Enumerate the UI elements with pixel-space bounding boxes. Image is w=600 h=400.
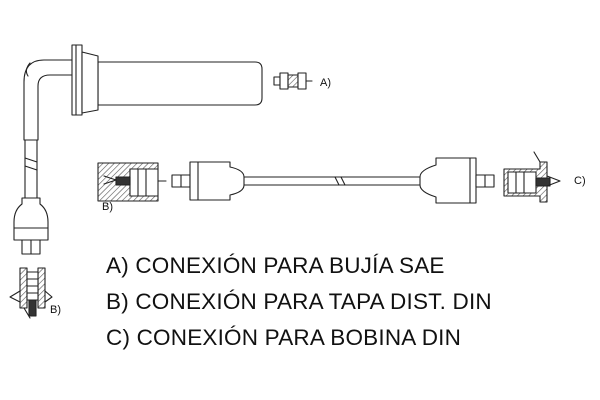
vertical-connector-detail <box>9 267 53 319</box>
legend-item-a: A) CONEXIÓN PARA BUJÍA SAE <box>106 253 445 278</box>
vertical-distributor-boot <box>13 197 49 255</box>
callout-c-label: C) <box>574 175 586 187</box>
legend-item-c: C) CONEXIÓN PARA BOBINA DIN <box>106 325 462 350</box>
horizontal-cable-assembly <box>171 157 495 204</box>
connection-legend: A) CONEXIÓN PARA BUJÍA SAE B) CONEXIÓN P… <box>106 248 492 356</box>
legend-item-b: B) CONEXIÓN PARA TAPA DIST. DIN <box>106 289 492 314</box>
coil-connector-detail <box>503 151 561 203</box>
callout-a-label: A) <box>320 77 331 89</box>
spark-plug-connector-detail <box>273 72 313 90</box>
callout-b-label-horizontal: B) <box>102 201 113 213</box>
callout-b-label-vertical: B) <box>50 304 61 316</box>
vertical-cable <box>24 139 38 199</box>
distributor-connector-detail <box>97 162 167 202</box>
spark-plug-boot <box>23 44 263 141</box>
